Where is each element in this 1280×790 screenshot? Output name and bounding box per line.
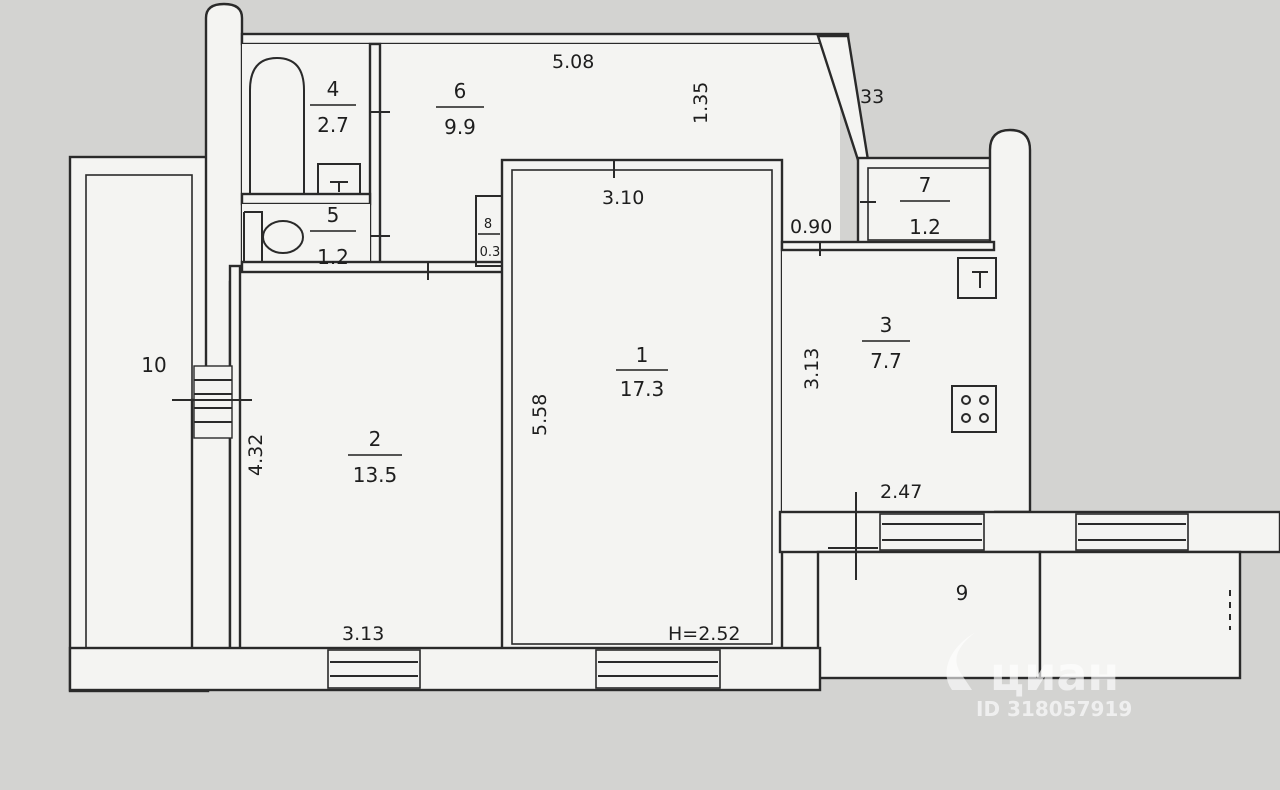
room-5-number: 5 (327, 203, 340, 227)
door-marks (370, 111, 878, 580)
stove-icon (951, 385, 997, 433)
dim-hall-depth: 1.35 (690, 82, 712, 124)
balcony-window (1075, 513, 1189, 551)
dim-room1-length: 5.58 (529, 394, 551, 436)
room-label-6: 6 9.9 (436, 79, 484, 139)
right-wall-column (988, 128, 1032, 514)
watermark: циан ID 318057919 (946, 632, 1132, 721)
room-8-number: 8 (484, 217, 492, 232)
room-1-number: 1 (636, 343, 649, 367)
kitchen-3 (780, 240, 997, 514)
room-7-area: 1.2 (909, 215, 941, 239)
loggia-10 (68, 155, 210, 693)
loggia-door (172, 365, 252, 439)
room-3-number: 3 (880, 313, 893, 337)
room-label-3: 3 7.7 (862, 313, 910, 373)
room-1 (500, 158, 784, 652)
room-4-number: 4 (327, 77, 340, 101)
room-1-area: 17.3 (620, 377, 665, 401)
room-5-area: 1.2 (317, 245, 349, 269)
dim-diagonal: 33 (860, 86, 884, 108)
room-label-4: 4 2.7 (310, 77, 356, 137)
dim-room2-depth: 4.32 (245, 434, 267, 476)
room-9-number: 9 (956, 581, 969, 605)
room-10-number: 10 (141, 353, 166, 377)
room-6-area: 9.9 (444, 115, 476, 139)
room-7-number: 7 (919, 173, 932, 197)
toilet-icon (262, 220, 304, 254)
room-label-8: 8 0.3 (478, 217, 500, 260)
kitchen-bottom-wall (778, 510, 1280, 554)
dim-kitchen-width: 2.47 (880, 481, 922, 503)
room-3-area: 7.7 (870, 349, 902, 373)
balcony-9 (816, 550, 1242, 680)
dim-kitchen-depth: 3.13 (801, 348, 823, 390)
room-8-area: 0.3 (480, 245, 501, 260)
room-4-area: 2.7 (317, 113, 349, 137)
room-6-number: 6 (454, 79, 467, 103)
room-2-number: 2 (369, 427, 382, 451)
bathroom-4 (240, 42, 382, 270)
dim-top-width: 5.08 (552, 51, 594, 73)
room-label-2: 2 13.5 (348, 427, 402, 487)
watermark-brand: циан (990, 647, 1119, 701)
bathtub-icon (249, 56, 305, 194)
top-wall (240, 32, 850, 46)
wc-5 (240, 204, 508, 274)
room-2-window (327, 649, 421, 689)
dim-corridor-width: 0.90 (790, 216, 832, 238)
room-label-5: 5 1.2 (310, 203, 356, 269)
dim-room2-width: 3.13 (342, 623, 384, 645)
room-2-area: 13.5 (353, 463, 398, 487)
room-label-1: 1 17.3 (616, 343, 668, 401)
kitchen-window (879, 513, 985, 551)
room-2-left-wall (228, 264, 242, 652)
room-label-7: 7 1.2 (900, 173, 950, 239)
kitchen-sink-icon (957, 257, 997, 299)
cian-logo-icon (946, 632, 976, 690)
dim-ceiling-height: H=2.52 (668, 623, 741, 645)
sink-icon (317, 163, 361, 195)
dim-room1-width: 3.10 (602, 187, 644, 209)
room-1-window (595, 649, 721, 689)
watermark-id: ID 318057919 (976, 697, 1132, 721)
